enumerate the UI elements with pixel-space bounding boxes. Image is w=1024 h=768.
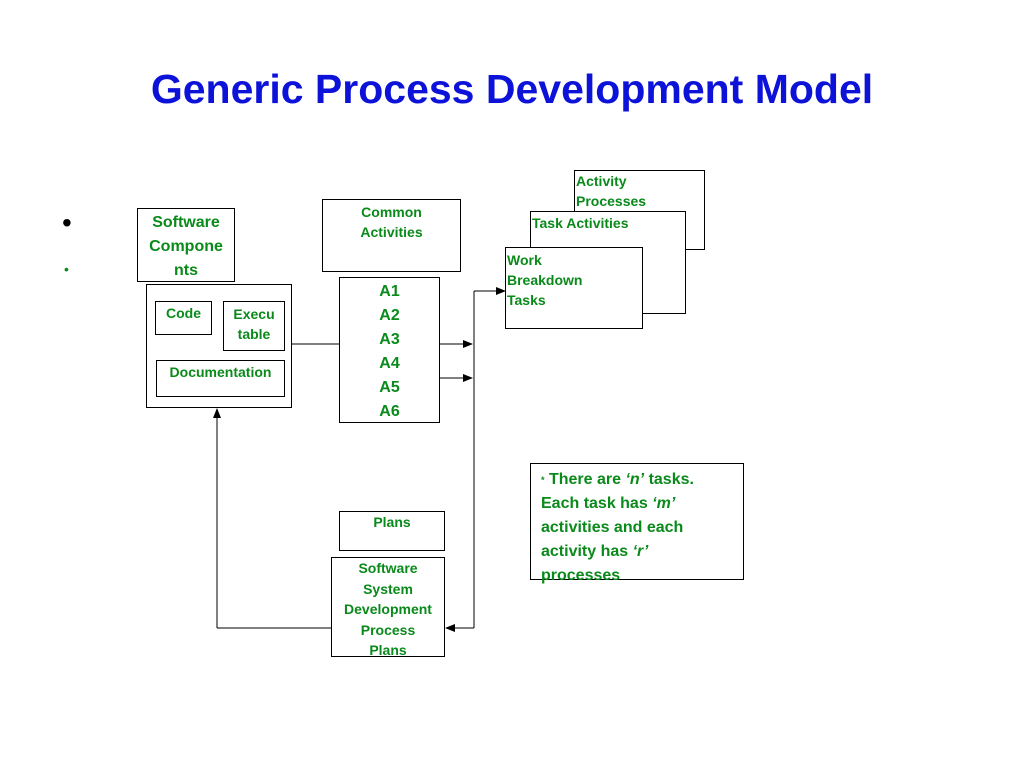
footnote-line-4: activity has ‘r’ bbox=[541, 540, 743, 564]
software-components-line-3: nts bbox=[174, 262, 198, 279]
activity-item-a2: A2 bbox=[379, 307, 400, 324]
activities-list-box: A1 A2 A3 A4 A5 A6 bbox=[339, 277, 440, 423]
code-label: Code bbox=[166, 305, 201, 321]
ssdp-line-5: Plans bbox=[369, 642, 407, 658]
common-activities-line-2: Activities bbox=[360, 224, 423, 240]
work-breakdown-line-1: Work bbox=[507, 252, 542, 268]
plans-box: Plans bbox=[339, 511, 445, 551]
ssdp-line-2: System bbox=[363, 580, 413, 597]
software-components-line-2: Compone bbox=[149, 238, 223, 255]
footnote-text-4a: activity has bbox=[541, 543, 633, 560]
footnote-line-5: processes bbox=[541, 567, 621, 584]
software-components-box: Software Compone nts bbox=[137, 208, 235, 282]
activity-processes-line-1: Activity bbox=[576, 173, 627, 189]
footnote-r: ‘r’ bbox=[632, 543, 649, 560]
work-breakdown-line-3: Tasks bbox=[507, 292, 546, 308]
activity-item-a3: A3 bbox=[379, 331, 400, 348]
documentation-box: Documentation bbox=[156, 360, 285, 397]
slide-title: Generic Process Development Model bbox=[150, 66, 874, 112]
footnote-n: ‘n’ bbox=[625, 471, 645, 488]
ssdp-box: Software System Development Process Plan… bbox=[331, 557, 445, 658]
footnote-text-2a: Each task has bbox=[541, 495, 653, 512]
activity-item-a1: A1 bbox=[379, 283, 400, 300]
executable-line-2: table bbox=[237, 326, 271, 342]
bullet-marker: • bbox=[62, 207, 72, 238]
footnote-line-2: Each task has ‘m’ bbox=[541, 492, 743, 516]
sub-bullet-marker: • bbox=[64, 261, 69, 277]
ssdp-line-4: Process bbox=[360, 621, 416, 638]
activity-item-a4: A4 bbox=[379, 355, 400, 372]
plans-label: Plans bbox=[373, 514, 411, 530]
work-breakdown-box: Work Breakdown Tasks bbox=[505, 247, 643, 329]
code-box: Code bbox=[155, 301, 212, 335]
footnote-m: ‘m’ bbox=[652, 495, 676, 512]
ssdp-line-3: Development bbox=[344, 601, 432, 617]
activity-item-a5: A5 bbox=[379, 379, 400, 396]
activity-item-a6: A6 bbox=[379, 403, 400, 420]
footnote-box: * There are ‘n’ tasks. Each task has ‘m’… bbox=[530, 463, 744, 584]
task-activities-label: Task Activities bbox=[532, 215, 629, 231]
footnote-star: * bbox=[541, 475, 545, 485]
footnote-line-1: * There are ‘n’ tasks. bbox=[541, 468, 743, 492]
footnote-text-1a: There are bbox=[548, 471, 626, 488]
footnote-text-1b: tasks. bbox=[644, 471, 694, 488]
common-activities-line-1: Common bbox=[361, 204, 422, 220]
common-activities-box: Common Activities bbox=[322, 199, 461, 272]
ssdp-line-1: Software bbox=[358, 560, 418, 576]
executable-line-1: Execu bbox=[233, 306, 275, 322]
documentation-label: Documentation bbox=[169, 364, 272, 380]
executable-box: Execu table bbox=[223, 301, 285, 351]
work-breakdown-line-2: Breakdown bbox=[507, 272, 583, 288]
activity-processes-line-2: Processes bbox=[576, 193, 647, 209]
software-components-line-1: Software bbox=[152, 214, 220, 231]
footnote-line-3: activities and each bbox=[541, 519, 684, 536]
